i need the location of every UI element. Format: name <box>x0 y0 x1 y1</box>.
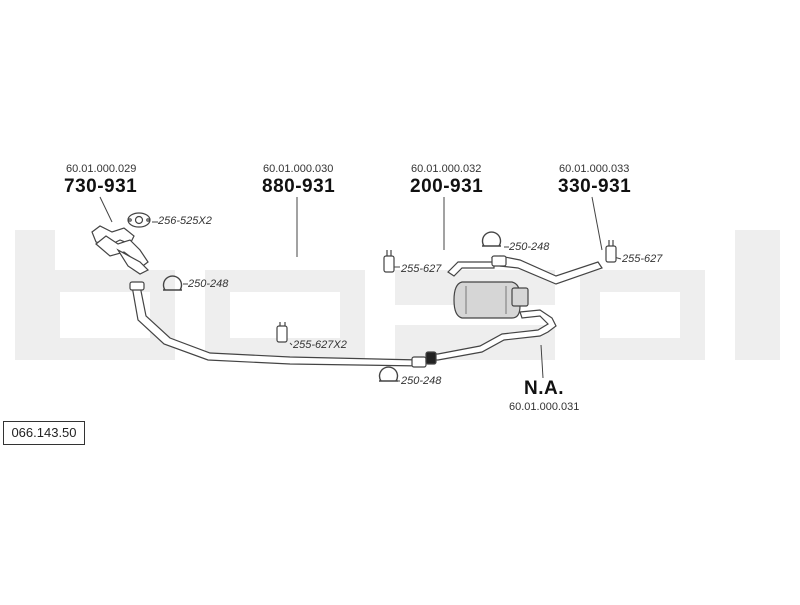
part-number-p4: 330-931 <box>558 176 632 197</box>
accessory-label-clamp: 250-248 <box>509 241 550 253</box>
oe-number-p4: 60.01.000.033 <box>559 163 630 175</box>
middle-silencer-200-931 <box>425 261 557 365</box>
oe-number-p5: 60.01.000.031 <box>509 401 580 413</box>
clamp-icon <box>481 231 502 247</box>
front-pipe-730-931 <box>91 225 150 275</box>
oe-number-p1: 60.01.000.029 <box>66 163 137 175</box>
accessory-label-hanger: 255-627 <box>622 253 663 265</box>
hanger-icon <box>383 250 395 273</box>
oe-number-p2: 60.01.000.030 <box>263 163 334 175</box>
intermediate-pipe-880-931 <box>129 281 427 368</box>
gasket-icon <box>127 212 151 228</box>
accessory-label-hanger: 255-627X2 <box>293 339 347 351</box>
clamp-icon <box>378 366 399 382</box>
leader-lines <box>99 196 622 382</box>
tail-pipe-330-931 <box>490 255 603 285</box>
reference-number-box: 066.143.50 <box>3 421 85 445</box>
accessory-label-clamp: 250-248 <box>401 375 442 387</box>
part-number-p1: 730-931 <box>64 176 138 197</box>
hanger-icon <box>276 322 288 343</box>
clamp-icon <box>162 275 183 291</box>
part-number-p3: 200-931 <box>410 176 484 197</box>
part-number-p5: N.A. <box>524 378 564 399</box>
accessory-label-hanger: 255-627 <box>401 263 442 275</box>
accessory-label-gasket: 256-525X2 <box>158 215 212 227</box>
hanger-icon <box>605 240 617 263</box>
oe-number-p3: 60.01.000.032 <box>411 163 482 175</box>
accessory-label-clamp: 250-248 <box>188 278 229 290</box>
part-number-p2: 880-931 <box>262 176 336 197</box>
